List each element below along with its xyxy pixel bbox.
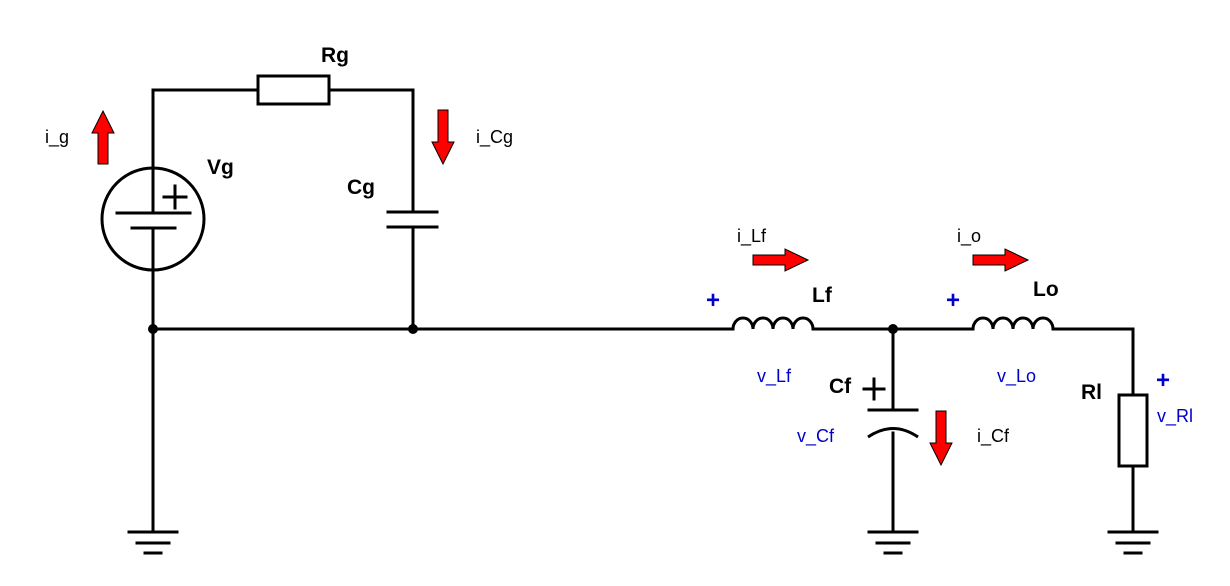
- label-v-cf: v_Cf: [797, 426, 835, 447]
- polarity-plus-lf: +: [706, 287, 720, 314]
- resistor-rg: [256, 74, 331, 106]
- label-v-lo: v_Lo: [997, 366, 1036, 387]
- label-rg: Rg: [321, 44, 349, 67]
- ground-right-icon: [1107, 530, 1159, 555]
- label-v-rl: v_Rl: [1157, 406, 1193, 427]
- capacitor-plate-curved: [867, 427, 919, 439]
- label-cg: Cg: [347, 176, 375, 199]
- resistor-rl: [1117, 393, 1149, 468]
- arrow-down-icon: [929, 410, 953, 467]
- arrow-up-icon: [91, 109, 115, 165]
- junction-dot: [148, 324, 158, 334]
- arrow-down-icon: [431, 109, 455, 166]
- ground-mid-icon: [867, 530, 919, 555]
- arrow-right-icon: [752, 248, 810, 272]
- inductor-lo: [971, 316, 1055, 330]
- label-lo: Lo: [1033, 278, 1059, 301]
- label-vg: Vg: [207, 156, 234, 179]
- label-i-cf: i_Cf: [977, 426, 1010, 447]
- label-i-cg: i_Cg: [476, 127, 513, 148]
- junction-dot: [408, 324, 418, 334]
- polarity-plus-lo: +: [946, 287, 960, 314]
- label-cf: Cf: [829, 375, 852, 398]
- inductor-lf: [731, 316, 815, 330]
- label-lf: Lf: [812, 284, 833, 307]
- label-rl: Rl: [1081, 381, 1102, 404]
- label-i-g: i_g: [45, 127, 69, 148]
- wires: [151, 88, 1135, 534]
- label-v-lf: v_Lf: [757, 366, 792, 387]
- voltage-source-vg: [100, 166, 206, 272]
- capacitor-cg: [386, 210, 439, 229]
- label-i-o: i_o: [957, 226, 981, 247]
- junction-dot: [888, 324, 898, 334]
- arrow-right-icon: [972, 248, 1030, 272]
- capacitor-cf: [862, 377, 919, 439]
- label-i-lf: i_Lf: [737, 226, 767, 247]
- polarity-plus-rl: +: [1156, 367, 1170, 394]
- ground-left-icon: [127, 530, 179, 555]
